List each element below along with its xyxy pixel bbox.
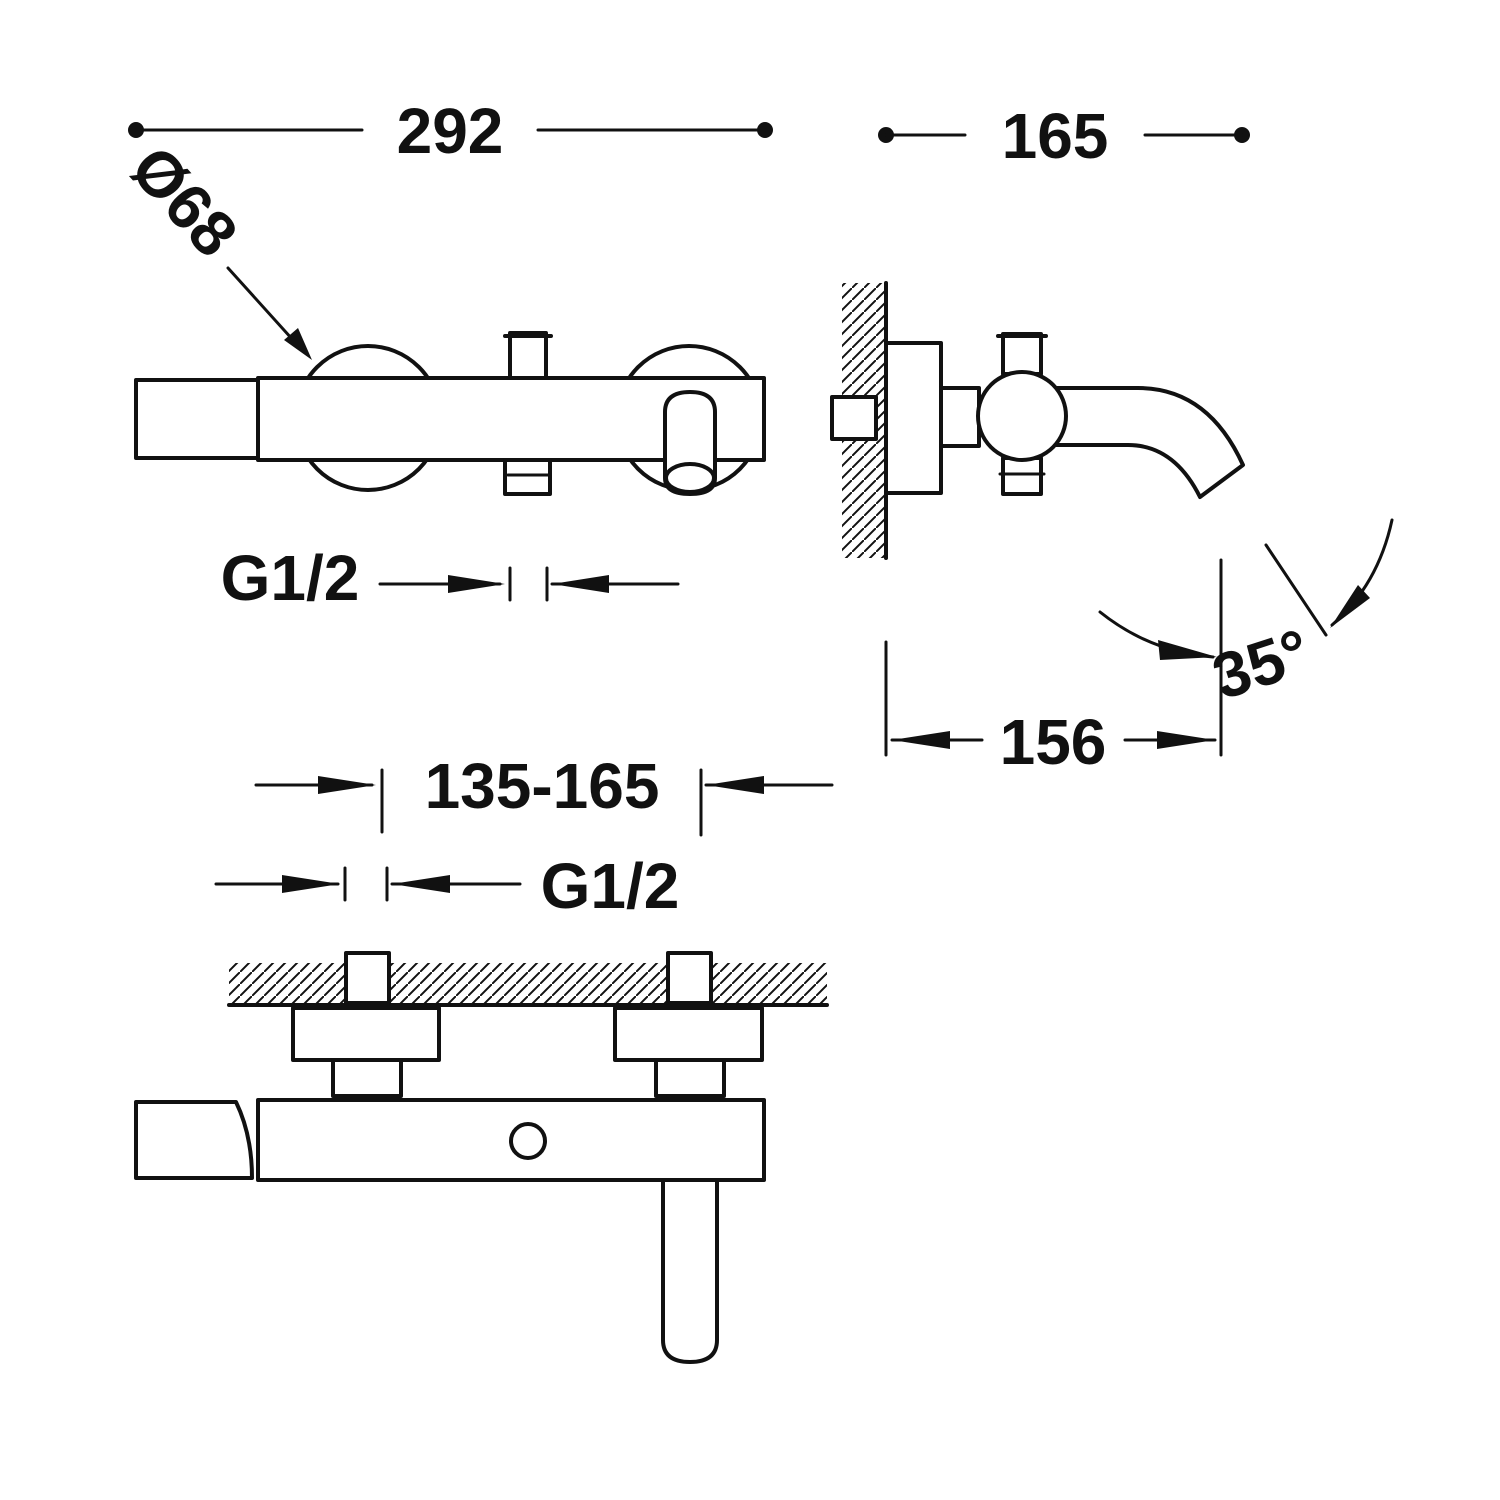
thread-bottom-label: G1/2 (541, 850, 680, 922)
projection-label: 165 (1002, 100, 1109, 172)
rosette-diameter-label: Ø68 (117, 132, 251, 270)
dim-thread-top: G1/2 (221, 542, 680, 614)
side-body (976, 370, 1068, 462)
spout (1048, 386, 1245, 499)
dim-spout-reach: 156 (884, 558, 1223, 778)
spout-reach-label: 156 (1000, 706, 1107, 778)
top-rosette-left (291, 1006, 441, 1062)
side-rosette (884, 341, 943, 495)
dim-rosette-diameter: Ø68 (117, 132, 312, 360)
top-view (134, 951, 829, 1364)
top-diverter (509, 1122, 547, 1160)
dim-overall-width: 292 (128, 95, 773, 167)
front-view (134, 331, 766, 496)
side-view (830, 281, 1245, 560)
dim-spout-angle: 35° (1098, 518, 1394, 713)
dim-centers: 135-165 (254, 750, 834, 837)
dim-thread-bottom: G1/2 (214, 850, 680, 922)
top-lever-handle (661, 1173, 719, 1364)
thread-top-label: G1/2 (221, 542, 360, 614)
thermostat-handle (134, 378, 260, 460)
diverter-knob (508, 331, 548, 381)
dim-projection: 165 (878, 100, 1250, 172)
centers-label: 135-165 (425, 750, 660, 822)
outlet-nut (503, 458, 552, 496)
top-rosette-right (613, 1006, 764, 1062)
overall-width-label: 292 (397, 95, 504, 167)
top-thermostat-handle (134, 1100, 254, 1180)
wall-top (229, 963, 827, 1003)
